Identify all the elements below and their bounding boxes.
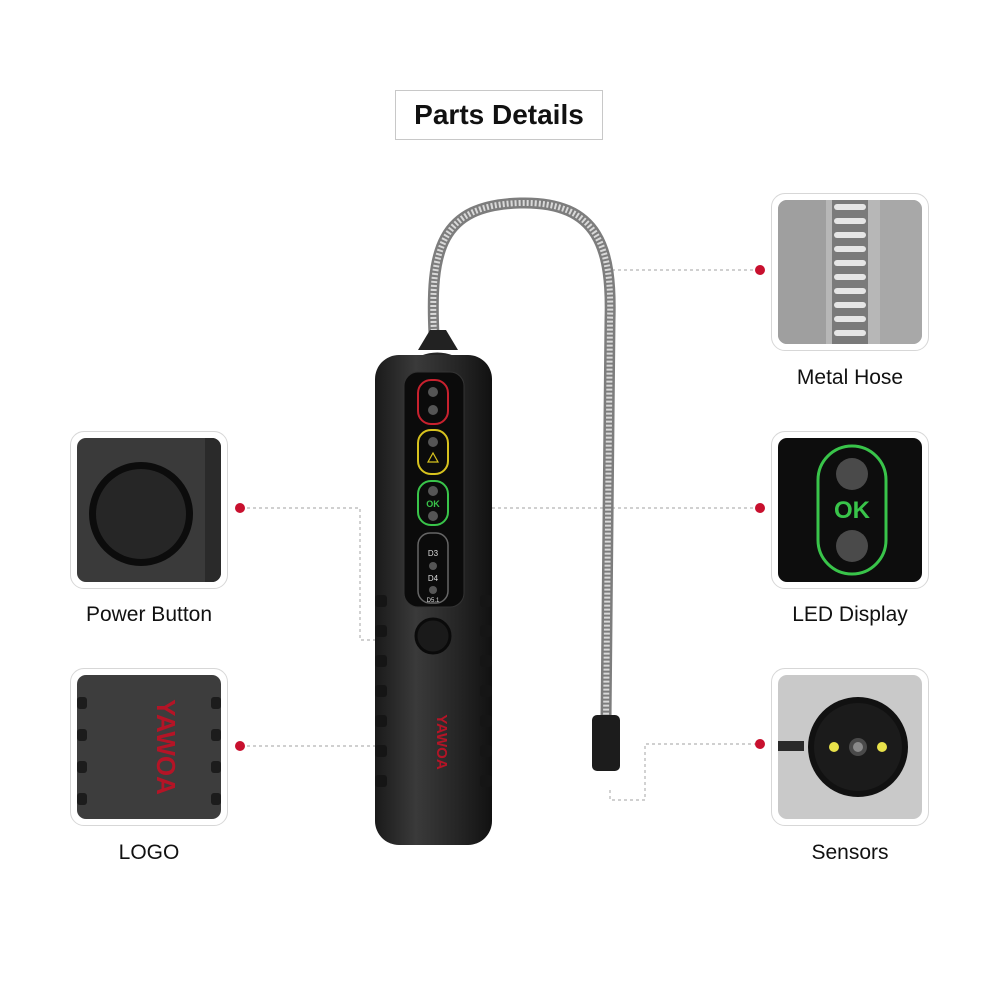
- logo-closeup-image: YAWOA: [77, 675, 221, 819]
- led-yellow-indicator: [417, 429, 449, 475]
- label-metal-hose: Metal Hose: [796, 366, 904, 389]
- dot-power-button: [235, 503, 245, 513]
- power-button-device: [414, 617, 452, 655]
- level-d5-text: D5.1: [427, 598, 440, 604]
- level-indicators: [417, 532, 449, 604]
- label-power-button: Power Button: [85, 603, 213, 626]
- metal-hose-closeup-image: [778, 200, 922, 344]
- sensors-closeup-image: [778, 675, 922, 819]
- led-display-closeup: OK: [771, 431, 929, 589]
- dot-metal-hose: [755, 265, 765, 275]
- level-d4-text: D4: [428, 574, 439, 583]
- metal-hose-closeup: [771, 193, 929, 351]
- label-logo: LOGO: [118, 841, 180, 864]
- level-d3-text: D3: [428, 549, 439, 558]
- dot-sensors: [755, 739, 765, 749]
- label-led-display: LED Display: [792, 603, 908, 626]
- logo-closeup: YAWOA: [70, 668, 228, 826]
- led-green-indicator: [417, 480, 449, 526]
- led-display-closeup-image: OK: [778, 438, 922, 582]
- device-brand-text: YAWOA: [433, 714, 450, 769]
- label-sensors: Sensors: [811, 841, 889, 864]
- dot-led-display: [755, 503, 765, 513]
- power-button-closeup-image: [77, 438, 221, 582]
- logo-closeup-brand-text: YAWOA: [151, 699, 181, 795]
- led-closeup-ok-text: OK: [834, 497, 871, 524]
- dot-logo: [235, 741, 245, 751]
- led-red-indicator: [417, 379, 449, 425]
- page-title: Parts Details: [395, 90, 603, 140]
- sensors-closeup: [771, 668, 929, 826]
- power-button-closeup: [70, 431, 228, 589]
- leader-sensors: [609, 743, 760, 801]
- led-ok-text: OK: [426, 499, 440, 509]
- sensor-tip: [592, 715, 620, 771]
- device-neck: [418, 330, 458, 350]
